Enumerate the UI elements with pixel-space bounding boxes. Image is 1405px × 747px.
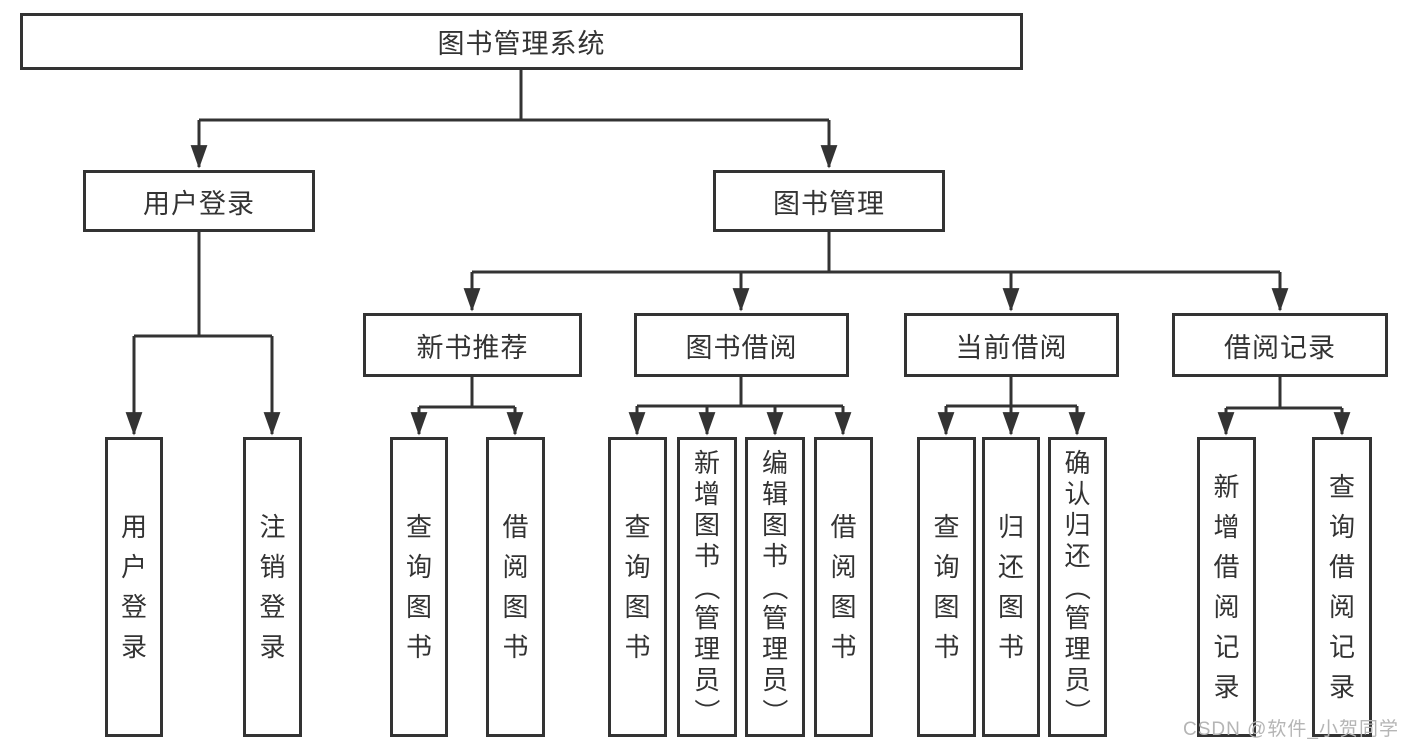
leaf-label: 确认归还（管理员） (1062, 448, 1093, 724)
leaf-borrow-books: 借阅图书 (814, 437, 873, 737)
leaf-label: 新增图书（管理员） (692, 448, 722, 724)
leaf-return-books: 归还图书 (982, 437, 1040, 737)
leaf-confirm-return-admin: 确认归还（管理员） (1048, 437, 1107, 737)
node-library-management-system: 图书管理系统 (20, 13, 1023, 70)
leaf-label: 查询借阅记录 (1328, 472, 1355, 702)
leaf-label: 查询图书 (624, 512, 651, 662)
leaf-user-login: 用户登录 (105, 437, 163, 737)
leaf-label: 查询图书 (405, 512, 432, 662)
leaf-logout: 注销登录 (243, 437, 302, 737)
leaf-label: 查询图书 (933, 512, 960, 662)
node-user-login: 用户登录 (83, 170, 315, 232)
leaf-label: 归还图书 (997, 512, 1024, 662)
leaf-label: 用户登录 (120, 512, 147, 662)
leaf-query-borrow-record: 查询借阅记录 (1312, 437, 1372, 737)
leaf-add-borrow-record: 新增借阅记录 (1197, 437, 1256, 737)
leaf-label: 编辑图书（管理员） (760, 448, 790, 724)
leaf-label: 借阅图书 (830, 512, 857, 662)
node-borrowing-records: 借阅记录 (1172, 313, 1388, 377)
node-current-borrowing: 当前借阅 (904, 313, 1119, 377)
leaf-borrow-books-recommend: 借阅图书 (486, 437, 545, 737)
leaf-edit-books-admin: 编辑图书（管理员） (745, 437, 805, 737)
leaf-label: 注销登录 (259, 512, 286, 662)
leaf-query-books-borrowing: 查询图书 (608, 437, 667, 737)
leaf-label: 借阅图书 (502, 512, 529, 662)
leaf-label: 新增借阅记录 (1213, 472, 1240, 702)
leaf-query-books-current: 查询图书 (917, 437, 976, 737)
leaf-query-books-recommend: 查询图书 (390, 437, 448, 737)
node-book-borrowing: 图书借阅 (634, 313, 849, 377)
node-book-management: 图书管理 (713, 170, 945, 232)
csdn-watermark: CSDN @软件_小贺同学 (1183, 719, 1399, 740)
leaf-add-books-admin: 新增图书（管理员） (677, 437, 737, 737)
node-new-book-recommend: 新书推荐 (363, 313, 582, 377)
